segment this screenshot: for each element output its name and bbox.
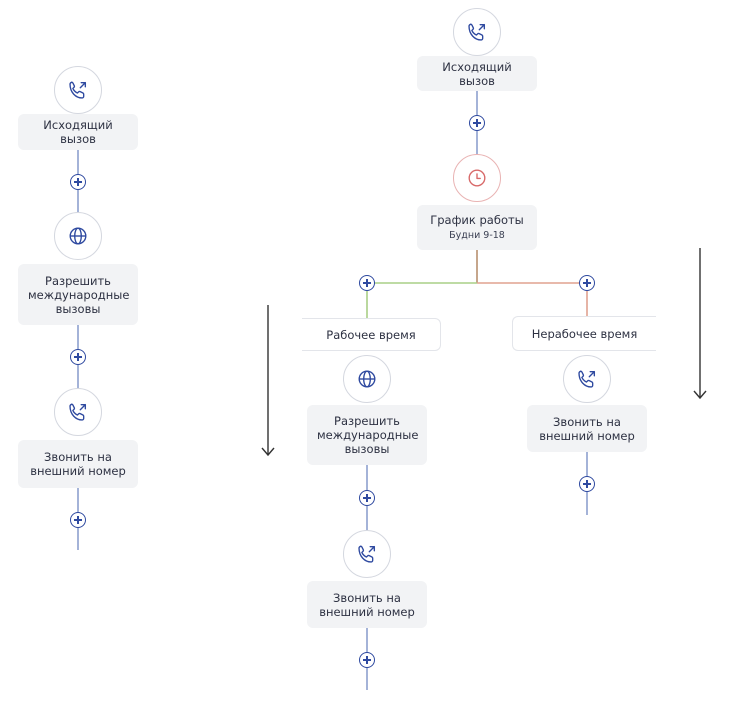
external-number-card[interactable]: Звонить на внешний номер [527,405,647,452]
add-step-button[interactable] [359,490,375,506]
international-card[interactable]: Разрешить международные вызовы [18,264,138,325]
branch-label: Нерабочее время [531,326,638,341]
node-label: Исходящий вызов [442,59,512,88]
branch-label: Рабочее время [326,327,416,342]
schedule-node-icon[interactable] [453,154,501,202]
globe-icon [69,227,87,245]
node-label: Звонить на внешний номер [319,590,415,619]
add-branch-step-button-offwork[interactable] [579,275,595,291]
phone-outgoing-icon [69,403,87,421]
external-number-node-icon[interactable] [563,355,611,403]
node-label: Разрешить международные вызовы [28,273,130,316]
add-step-button[interactable] [579,476,595,492]
node-label: Разрешить международные вызовы [317,414,419,456]
arrow-down-right [693,248,707,400]
external-number-card[interactable]: Звонить на внешний номер [18,440,138,488]
globe-icon [358,370,376,388]
outgoing-call-card[interactable]: Исходящий вызов [18,114,138,150]
add-step-button[interactable] [469,115,485,131]
add-step-button[interactable] [359,652,375,668]
add-step-button[interactable] [70,174,86,190]
clock-icon [468,169,486,187]
phone-outgoing-icon [358,545,376,563]
node-label: График работы [430,213,524,227]
international-node-icon[interactable] [343,355,391,403]
branch-work-card[interactable]: Рабочее время [302,318,441,351]
phone-outgoing-icon [69,81,87,99]
node-label: Звонить на внешний номер [539,414,635,443]
schedule-card[interactable]: График работы Будни 9-18 [417,205,537,250]
outgoing-call-card[interactable]: Исходящий вызов [417,56,537,91]
external-number-node-icon[interactable] [54,388,102,436]
external-number-card[interactable]: Звонить на внешний номер [307,581,427,628]
outgoing-call-node-icon[interactable] [54,66,102,114]
node-label: Исходящий вызов [43,118,113,146]
add-branch-step-button-work[interactable] [359,275,375,291]
branch-offwork-card[interactable]: Нерабочее время [512,316,656,351]
phone-outgoing-icon [468,23,486,41]
outgoing-call-node-icon[interactable] [453,8,501,56]
add-step-button[interactable] [70,512,86,528]
international-card[interactable]: Разрешить международные вызовы [307,405,427,465]
arrow-down-left [261,305,275,457]
node-sublabel: Будни 9-18 [449,230,505,241]
external-number-node-icon[interactable] [343,530,391,578]
node-label: Звонить на внешний номер [30,450,126,478]
add-step-button[interactable] [70,349,86,365]
phone-outgoing-icon [578,370,596,388]
international-node-icon[interactable] [54,212,102,260]
